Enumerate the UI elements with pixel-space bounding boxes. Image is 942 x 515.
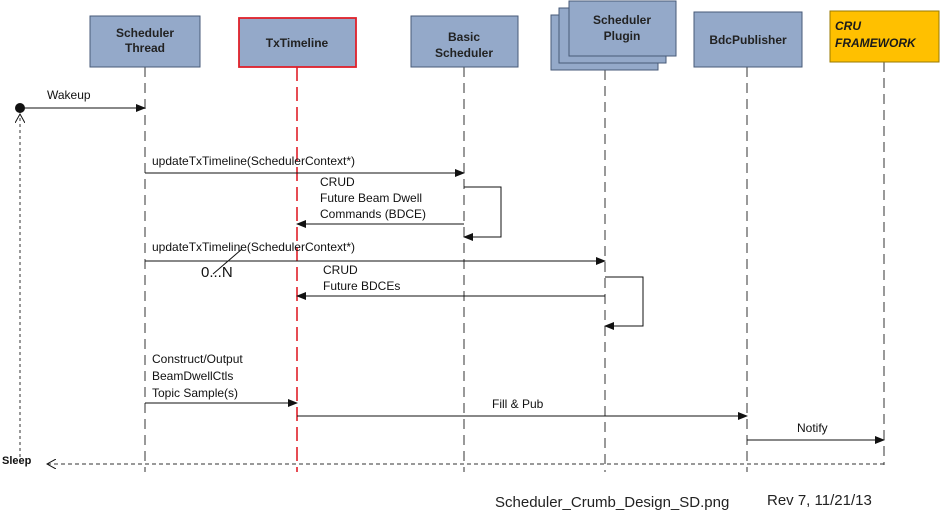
- participant-txtimeline: TxTimeline: [238, 17, 357, 68]
- message-label: Fill & Pub: [492, 397, 544, 411]
- participant-scheduler-plugin: Scheduler Plugin: [550, 0, 677, 71]
- participant-cru-framework: CRU FRAMEWORK: [829, 10, 940, 63]
- message-fill-pub: Fill & Pub: [297, 397, 748, 420]
- message-wakeup: Wakeup: [15, 88, 146, 113]
- message-label: CRUD: [320, 175, 355, 189]
- message-update-txtimeline-2: updateTxTimeline(SchedulerContext*) 0...…: [145, 240, 606, 281]
- participant-label: Scheduler: [116, 26, 174, 40]
- multiplicity-label: 0...N: [201, 264, 233, 281]
- self-call-scheduler-plugin: [604, 276, 644, 330]
- message-label: Future Beam Dwell: [320, 191, 422, 205]
- message-construct-output: Construct/Output BeamDwellCtls Topic Sam…: [145, 352, 298, 407]
- stack-front-card: [568, 0, 677, 57]
- message-crud-1: CRUD Future Beam Dwell Commands (BDCE): [296, 175, 464, 228]
- message-label: Wakeup: [47, 88, 91, 102]
- participant-basic-scheduler: Basic Scheduler: [410, 15, 519, 68]
- participant-label: Scheduler: [435, 46, 493, 60]
- message-label: Sleep: [2, 455, 32, 467]
- participant-label: Plugin: [604, 29, 641, 43]
- message-label: updateTxTimeline(SchedulerContext*): [152, 240, 355, 254]
- participant-label: Thread: [125, 41, 165, 55]
- message-notify: Notify: [747, 421, 885, 444]
- message-label: Notify: [797, 421, 828, 435]
- message-label: updateTxTimeline(SchedulerContext*): [152, 154, 355, 168]
- message-label: CRUD: [323, 263, 358, 277]
- multiplicity-tick: [212, 248, 243, 275]
- message-update-txtimeline-1: updateTxTimeline(SchedulerContext*): [145, 154, 465, 177]
- message-label: Construct/Output: [152, 352, 243, 366]
- message-label: Future BDCEs: [323, 279, 400, 293]
- footer-revision: Rev 7, 11/21/13: [767, 492, 872, 509]
- participant-bdc-publisher: BdcPublisher: [693, 11, 803, 68]
- participant-label: BdcPublisher: [709, 33, 787, 47]
- message-label: BeamDwellCtls: [152, 369, 233, 383]
- participant-label: TxTimeline: [266, 36, 329, 50]
- participant-label: FRAMEWORK: [835, 36, 917, 50]
- participant-label: Basic: [448, 30, 480, 44]
- message-label: Topic Sample(s): [152, 386, 238, 400]
- footer-filename: Scheduler_Crumb_Design_SD.png: [495, 494, 729, 511]
- message-sleep: Sleep: [2, 455, 884, 467]
- self-call-basic-scheduler: [463, 186, 502, 241]
- participant-label: CRU: [835, 19, 861, 33]
- message-label: Commands (BDCE): [320, 207, 426, 221]
- message-crud-2: CRUD Future BDCEs: [296, 263, 605, 300]
- participant-scheduler-thread: Scheduler Thread: [89, 15, 201, 68]
- participant-label: Scheduler: [593, 13, 651, 27]
